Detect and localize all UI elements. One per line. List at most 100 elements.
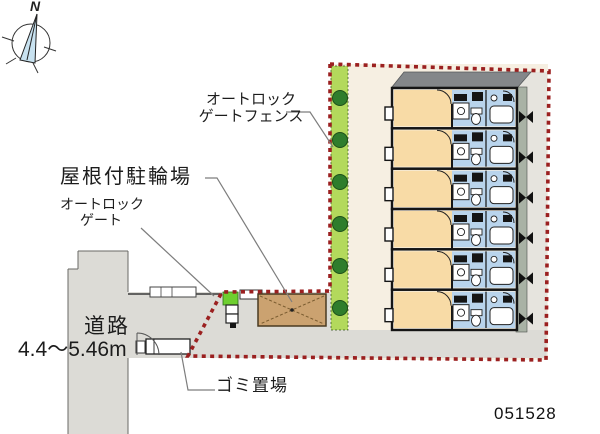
- meter-box-icon: [519, 151, 533, 164]
- garbage-box: [135, 338, 191, 355]
- kitchen-counter: [454, 94, 467, 101]
- meter-box-icon: [519, 111, 533, 123]
- bath-fixture: [503, 174, 512, 182]
- compass-icon: [1, 13, 57, 74]
- unit-room: [394, 130, 452, 167]
- meter-right: [526, 272, 533, 285]
- entrance-door-arc: [502, 292, 515, 304]
- bathtub: [489, 226, 514, 245]
- shower-drain: [490, 296, 498, 304]
- leader-gate: [140, 227, 215, 297]
- kitchen-counter: [454, 255, 467, 263]
- sink-bowl: [456, 308, 466, 317]
- compass-north-label: N: [30, 0, 41, 14]
- meter-right: [526, 191, 533, 204]
- bathtub: [489, 186, 514, 205]
- building: [384, 86, 519, 332]
- label-garbage-area: ゴミ置場: [216, 376, 288, 395]
- tree-icon: [332, 216, 348, 232]
- entrance-door-arc: [502, 171, 515, 183]
- meter-left: [519, 272, 526, 285]
- bath-fixture: [503, 295, 512, 303]
- unit-room: [394, 251, 452, 288]
- kitchen-counter: [454, 174, 467, 182]
- sink-bowl: [456, 268, 466, 277]
- building-unit: [384, 167, 519, 211]
- bathtub: [489, 307, 514, 326]
- shower-drain: [490, 215, 498, 223]
- kitchen-counter: [454, 215, 467, 222]
- window-tab: [384, 146, 394, 162]
- meter-box-icon: [519, 191, 533, 204]
- window-tab: [384, 106, 394, 121]
- washer-box: [472, 172, 483, 182]
- meter-right: [526, 312, 533, 325]
- entrance-door-arc: [502, 130, 515, 143]
- tree-icon: [332, 258, 348, 274]
- room-door-arc: [436, 129, 452, 145]
- shower-drain: [490, 134, 498, 142]
- bathtub: [489, 105, 514, 124]
- toilet-bowl: [471, 113, 481, 125]
- meter-left: [519, 151, 526, 164]
- label-road: 道路: [84, 315, 130, 338]
- entrance-door-arc: [502, 90, 515, 103]
- tree-icon: [332, 132, 348, 148]
- label-autolock-gate-fence-line2: ゲートフェンス: [198, 107, 304, 125]
- shower-drain: [490, 175, 498, 183]
- bath-fixture: [503, 94, 512, 101]
- shower-drain: [490, 94, 498, 102]
- label-bicycle-parking: 屋根付駐輪場: [60, 166, 192, 188]
- room-door-arc: [436, 210, 452, 226]
- road-edges: [67, 250, 129, 434]
- meter-box-icon: [519, 312, 533, 325]
- meter-left: [519, 312, 526, 325]
- toilet-bowl: [471, 314, 481, 327]
- building-unit: [384, 127, 519, 170]
- unit-room: [394, 170, 452, 207]
- meter-left: [519, 191, 526, 204]
- sink-bowl: [456, 106, 466, 116]
- bathtub: [489, 145, 514, 164]
- window-tab: [384, 307, 394, 323]
- room-door-arc: [436, 291, 452, 306]
- label-autolock-gate-line2: ゲート: [80, 211, 122, 228]
- entrance-door-arc: [502, 251, 515, 264]
- window-tab: [384, 227, 394, 242]
- shower-drain: [490, 255, 498, 263]
- window-tab: [384, 267, 394, 283]
- room-door-arc: [436, 89, 452, 105]
- leader-fence: [286, 111, 334, 148]
- kitchen-counter: [454, 134, 467, 142]
- bath-fixture: [503, 255, 512, 263]
- bathtub: [489, 266, 514, 285]
- plan-id: 051528: [494, 404, 557, 423]
- room-door-arc: [436, 250, 452, 266]
- autolock-gate: [225, 304, 239, 328]
- tree-icon: [332, 90, 348, 106]
- label-autolock-gate-fence: オートロック ゲートフェンス: [189, 91, 313, 126]
- unit-room: [394, 90, 452, 127]
- leader-lines: [140, 111, 334, 391]
- tree-icon: [332, 300, 348, 316]
- unit-room: [394, 211, 452, 248]
- building-unit: [384, 86, 519, 130]
- gate-planter: [222, 291, 239, 306]
- window-tab: [384, 186, 394, 202]
- washer-box: [472, 253, 483, 263]
- street-gate-arc: [136, 332, 160, 356]
- sink-bowl: [456, 187, 466, 196]
- road-area: [68, 251, 128, 434]
- meter-left: [519, 232, 526, 244]
- label-autolock-gate-line1: オートロック: [60, 196, 144, 212]
- meter-box-icon: [519, 272, 533, 285]
- label-road-width: 4.4〜5.46m: [18, 338, 127, 361]
- meter-right: [526, 232, 533, 244]
- meter-box-icon: [519, 232, 533, 244]
- meter-boxes: [519, 111, 533, 325]
- leader-garbage: [180, 351, 215, 391]
- sink-bowl: [456, 147, 466, 156]
- sink-bowl: [456, 227, 466, 237]
